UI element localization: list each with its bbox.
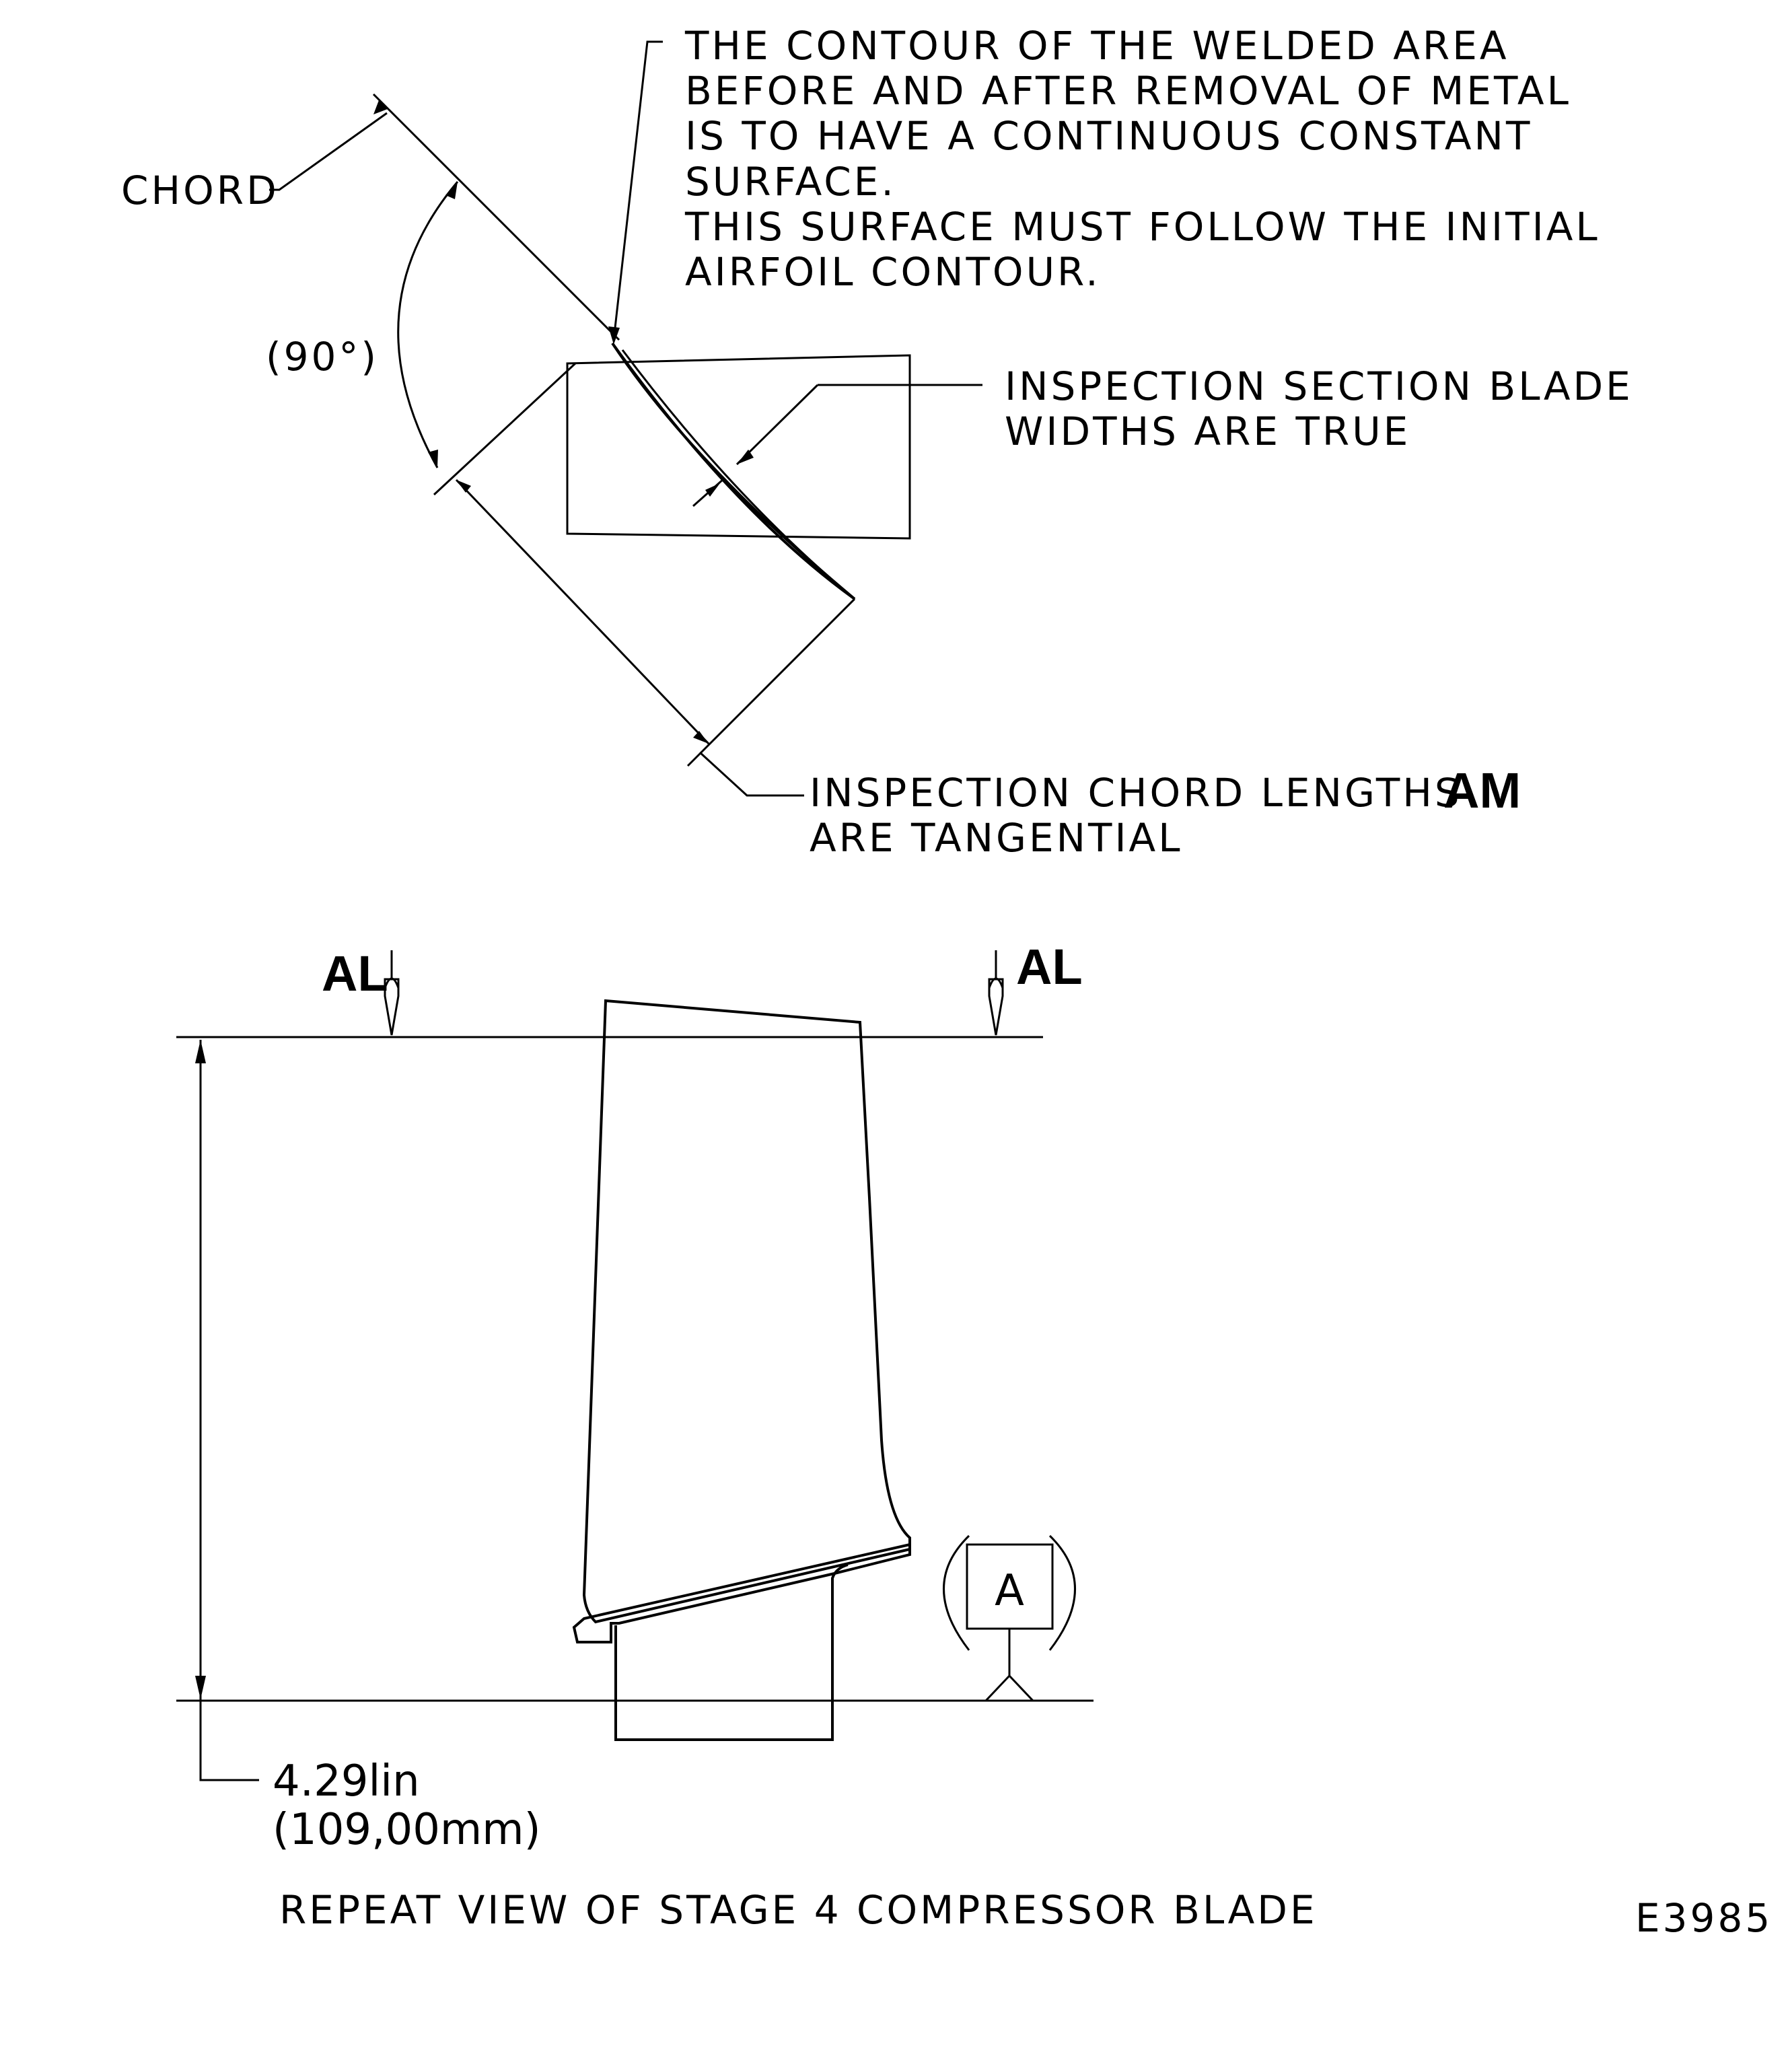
chord-label: CHORD: [121, 168, 279, 213]
trailing-edge-extension-line: [686, 598, 856, 767]
angle-arrow-top: [445, 182, 458, 199]
chord-arrowhead: [373, 100, 388, 114]
contour-note-line-1: THE CONTOUR OF THE WELDED AREA: [684, 23, 1509, 69]
blade-airfoil-outline: [582, 999, 911, 1624]
angle-arc: [397, 181, 459, 468]
width-arrow-top: [737, 450, 754, 464]
contour-note-line-3: IS TO HAVE A CONTINUOUS CONSTANT: [685, 113, 1532, 159]
datum-triangle: [984, 1674, 1034, 1702]
view-caption: REPEAT VIEW OF STAGE 4 COMPRESSOR BLADE: [279, 1887, 1318, 1933]
contour-note-line-4: SURFACE.: [685, 159, 896, 205]
datum-bracket-left: [943, 1534, 970, 1651]
airfoil-section-view: CHORD (90°) THE CONTOUR OF THE WELDED AR…: [121, 23, 1633, 861]
blade-root: [614, 1563, 849, 1741]
chord-leader: [269, 112, 388, 191]
height-arrow-bottom: [195, 1676, 206, 1699]
section-label-right: AL: [1016, 939, 1083, 995]
contour-note-line-5: THIS SURFACE MUST FOLLOW THE INITIAL: [684, 204, 1600, 250]
width-arrow-bottom: [705, 483, 720, 497]
airfoil-inner-curve: [621, 349, 855, 600]
section-label-left: AL: [322, 946, 388, 1001]
chord-lengths-ref: AM: [1443, 763, 1521, 818]
angle-arrow-bottom: [428, 450, 438, 468]
dimension-inches: 4.29lin: [273, 1757, 420, 1806]
chord-lengths-note-line-1: INSPECTION CHORD LENGTHS: [810, 770, 1462, 816]
height-arrow-top: [195, 1040, 206, 1063]
chord-lengths-leader: [698, 751, 804, 797]
contour-note-leader: [612, 40, 663, 341]
contour-note-line-6: AIRFOIL CONTOUR.: [685, 249, 1101, 295]
chord-line: [372, 93, 620, 341]
dimension-millimeters: (109,00mm): [273, 1805, 541, 1855]
airfoil-profile: [611, 342, 856, 600]
datum-label: A: [995, 1566, 1024, 1616]
perpendicular-extension-line: [433, 362, 577, 496]
blade-platform: [572, 1543, 911, 1643]
angle-label: (90°): [266, 334, 379, 380]
chord-length-dim-line: [455, 478, 710, 745]
chord-length-arrow-top: [456, 480, 471, 493]
contour-leader-arrowhead: [608, 326, 620, 345]
section-arrow-right: [988, 950, 1004, 1036]
figure-id: E3985: [1635, 1895, 1772, 1941]
chord-lengths-note-line-2: ARE TANGENTIAL: [810, 815, 1183, 861]
widths-note-line-1: INSPECTION SECTION BLADE: [1005, 363, 1633, 409]
inspection-section-rectangle: [566, 354, 911, 540]
blade-side-view: AL AL A 4.29lin (109,00mm) REPEAT VIEW O…: [176, 939, 1318, 1933]
widths-note-line-2: WIDTHS ARE TRUE: [1005, 409, 1410, 454]
section-arrow-left: [384, 950, 400, 1036]
datum-bracket-right: [1048, 1534, 1076, 1651]
dimension-leader: [199, 1699, 259, 1781]
width-leader: [736, 384, 819, 466]
chord-length-arrow-bottom: [693, 731, 709, 744]
contour-note-line-2: BEFORE AND AFTER REMOVAL OF METAL: [685, 68, 1571, 114]
